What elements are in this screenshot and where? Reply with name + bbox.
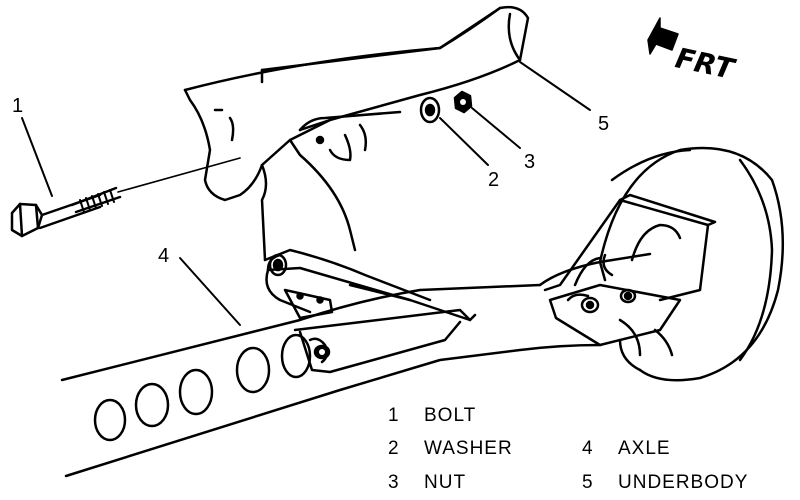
legend-item-axle: 4 AXLE — [582, 438, 671, 460]
leader-line-3 — [471, 107, 521, 149]
legend-item-bolt: 1 BOLT — [388, 405, 476, 427]
callout-number-3: 3 — [524, 151, 535, 173]
axle-part — [60, 248, 652, 478]
legend-item-nut: 3 NUT — [388, 472, 466, 494]
callout-number-4: 4 — [158, 245, 169, 267]
nut-part — [453, 90, 473, 114]
wheel-hub — [543, 146, 785, 382]
legend-number: 4 — [582, 438, 594, 459]
underbody-part — [183, 5, 530, 202]
front-label: FRT — [673, 41, 739, 86]
leader-line-4 — [179, 257, 241, 326]
legend-label: WASHER — [424, 438, 513, 459]
bolt-part — [10, 157, 241, 238]
callout-number-2: 2 — [488, 169, 499, 191]
front-arrow-icon — [647, 17, 679, 55]
leader-line-2 — [439, 117, 489, 166]
legend-label: BOLT — [424, 405, 477, 426]
legend-number: 2 — [388, 438, 400, 459]
leader-line-1 — [21, 117, 53, 197]
callout-number-1: 1 — [12, 95, 23, 117]
legend-number: 1 — [388, 405, 400, 426]
legend-label: NUT — [424, 472, 467, 493]
callout-number-5: 5 — [598, 113, 609, 135]
front-direction-indicator: FRT — [647, 17, 739, 86]
legend-label: UNDERBODY — [618, 472, 749, 493]
washer-part — [419, 96, 441, 124]
legend-item-underbody: 5 UNDERBODY — [582, 472, 748, 494]
legend-label: AXLE — [618, 438, 671, 459]
legend-number: 5 — [582, 472, 594, 493]
axle-bracket — [260, 110, 402, 262]
leader-line-5 — [519, 61, 591, 111]
legend-number: 3 — [388, 472, 400, 493]
leader-lines — [21, 61, 591, 326]
legend-item-washer: 2 WASHER — [388, 438, 513, 460]
